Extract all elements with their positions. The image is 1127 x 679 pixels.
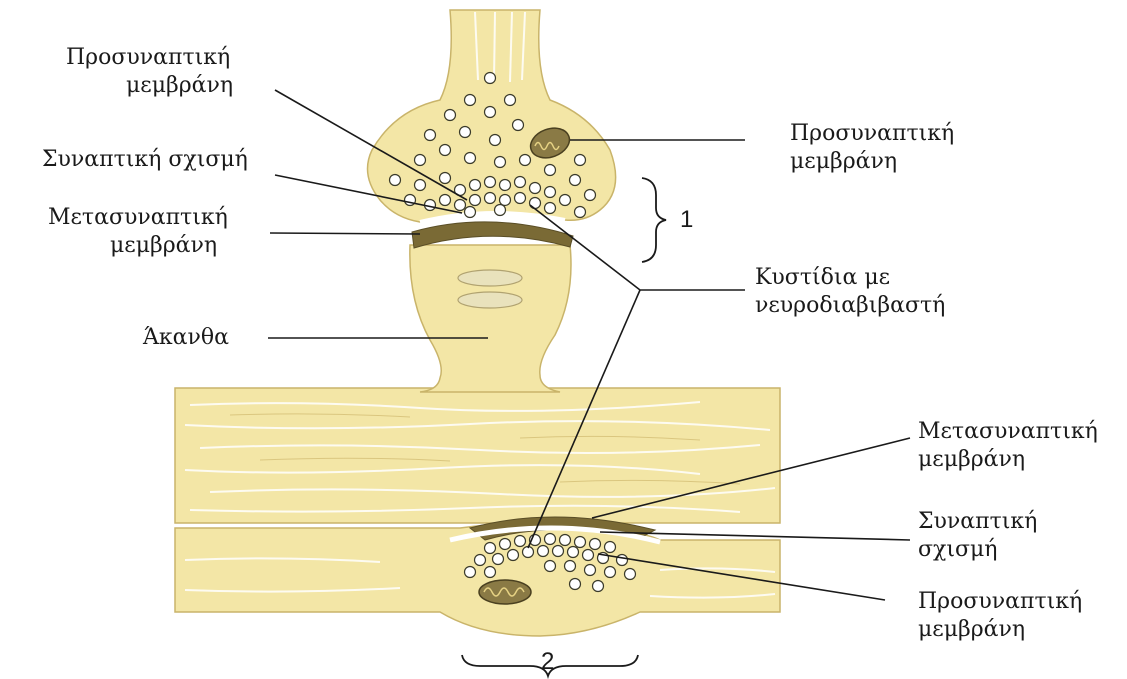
label-postsynaptic-membrane-bottom-line2: μεμβράνη [918, 446, 1098, 474]
brace-label-1: 1 [680, 206, 693, 234]
label-postsynaptic-membrane-bottom-line1: Μετασυναπτική [918, 418, 1098, 446]
label-vesicles-line2: νευροδιαβιβαστή [755, 292, 945, 320]
label-postsynaptic-membrane-top-line1: Μετασυναπτική [48, 204, 228, 232]
label-synaptic-cleft-top: Συναπτική σχισμή [42, 146, 248, 174]
label-postsynaptic-membrane-top: Μετασυναπτική μεμβράνη [48, 204, 228, 260]
label-presynaptic-membrane-top-right-line2: μεμβράνη [790, 148, 954, 176]
label-presynaptic-membrane-top-left-line2: μεμβράνη [66, 72, 233, 100]
brace-1 [642, 178, 666, 262]
label-presynaptic-membrane-top-right: Προσυναπτική μεμβράνη [790, 120, 954, 176]
label-synaptic-cleft-bottom-line2: σχισμή [918, 536, 1037, 564]
axon-bottom [175, 523, 780, 636]
label-presynaptic-membrane-bottom: Προσυναπτική μεμβράνη [918, 588, 1082, 644]
presynaptic-bouton [368, 10, 616, 222]
label-postsynaptic-membrane-bottom: Μετασυναπτική μεμβράνη [918, 418, 1098, 474]
label-spine-line1: Άκανθα [143, 324, 229, 352]
label-presynaptic-membrane-top-right-line1: Προσυναπτική [790, 120, 954, 148]
spine [410, 222, 573, 392]
label-synaptic-cleft-top-line1: Συναπτική σχισμή [42, 146, 248, 174]
dendrite-shaft [175, 388, 780, 523]
label-postsynaptic-membrane-top-line2: μεμβράνη [48, 232, 228, 260]
label-spine: Άκανθα [143, 324, 229, 352]
label-presynaptic-membrane-top-left-line1: Προσυναπτική [66, 44, 233, 72]
brace-label-2: 2 [541, 648, 554, 676]
label-vesicles: Κυστίδια με νευροδιαβιβαστή [755, 264, 945, 320]
label-synaptic-cleft-bottom: Συναπτική σχισμή [918, 508, 1037, 564]
label-synaptic-cleft-bottom-line1: Συναπτική [918, 508, 1037, 536]
label-presynaptic-membrane-bottom-line2: μεμβράνη [918, 616, 1082, 644]
label-presynaptic-membrane-bottom-line1: Προσυναπτική [918, 588, 1082, 616]
label-vesicles-line1: Κυστίδια με [755, 264, 945, 292]
label-presynaptic-membrane-top-left: Προσυναπτική μεμβράνη [66, 44, 233, 100]
bottom-mitochondrion [479, 580, 531, 604]
